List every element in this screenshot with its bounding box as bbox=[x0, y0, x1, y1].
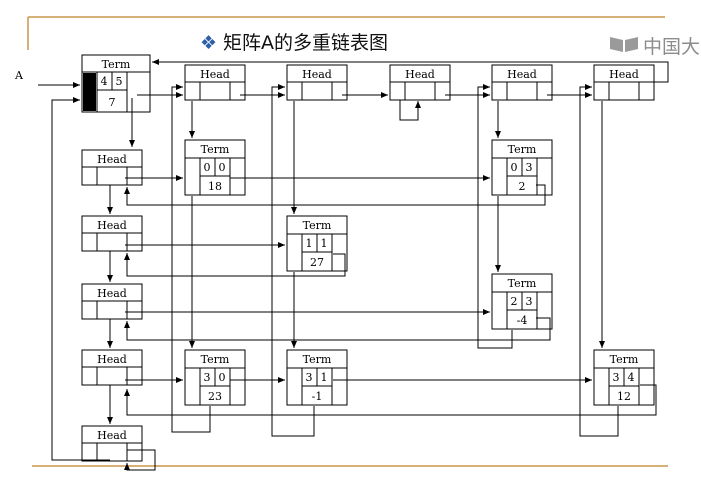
row-head-4-label: Head bbox=[97, 429, 127, 442]
title-text: 矩阵A的多重链表图 bbox=[223, 32, 389, 54]
term-node-0-value: 18 bbox=[208, 180, 222, 193]
link-path bbox=[124, 449, 156, 471]
row-head-1-label: Head bbox=[97, 219, 127, 232]
header-term-label: Term bbox=[102, 58, 131, 71]
term-node-0-col: 0 bbox=[219, 161, 226, 174]
diamond-bullet-icon: ❖ bbox=[200, 32, 218, 54]
header-tag-block bbox=[83, 73, 96, 111]
row-head-3-label: Head bbox=[97, 353, 127, 366]
term-node-4-col: 0 bbox=[219, 371, 226, 384]
link-path bbox=[271, 84, 315, 437]
row-head-1: Head bbox=[81, 215, 143, 252]
column-head-0: Head bbox=[184, 64, 246, 101]
link-path bbox=[124, 384, 657, 416]
link-path bbox=[152, 59, 669, 83]
header-term-count: 7 bbox=[109, 96, 116, 109]
book-icon bbox=[610, 37, 638, 52]
column-head-1: Head bbox=[286, 64, 348, 101]
pointer-label: A bbox=[14, 69, 24, 82]
column-head-3-label: Head bbox=[507, 68, 537, 81]
term-node-2-label: Term bbox=[303, 219, 332, 232]
row-head-0: Head bbox=[81, 149, 143, 186]
term-node-6-label: Term bbox=[610, 353, 639, 366]
column-head-3: Head bbox=[491, 64, 553, 101]
term-node-1-col: 3 bbox=[526, 161, 533, 174]
term-node-5-label: Term bbox=[303, 353, 332, 366]
column-head-1-label: Head bbox=[302, 68, 332, 81]
term-node-1-row: 0 bbox=[511, 161, 518, 174]
term-node-5-row: 3 bbox=[306, 371, 313, 384]
row-head-0-label: Head bbox=[97, 153, 127, 166]
row-head-4: Head bbox=[81, 425, 143, 462]
column-head-2: Head bbox=[389, 64, 451, 101]
column-head-4: Head bbox=[593, 64, 655, 101]
link-path bbox=[399, 100, 421, 121]
link-path bbox=[124, 184, 546, 206]
term-node-5-col: 1 bbox=[321, 371, 328, 384]
term-node-2-row: 1 bbox=[306, 237, 313, 250]
row-head-3: Head bbox=[81, 349, 143, 386]
column-head-4-label: Head bbox=[609, 68, 639, 81]
term-node-2-col: 1 bbox=[321, 237, 328, 250]
term-node-6-row: 3 bbox=[613, 371, 620, 384]
link-arrows bbox=[38, 59, 669, 471]
slide-title: ❖矩阵A的多重链表图 bbox=[200, 28, 388, 55]
link-path bbox=[124, 253, 346, 277]
term-node-6-col: 4 bbox=[628, 371, 635, 384]
link-path bbox=[477, 84, 513, 349]
term-node-0-row: 0 bbox=[204, 161, 211, 174]
term-node-4-row: 3 bbox=[204, 371, 211, 384]
term-node-1-label: Term bbox=[508, 143, 537, 156]
header-term-rows: 4 bbox=[101, 75, 108, 88]
link-path bbox=[51, 97, 110, 461]
header-term-cols: 5 bbox=[116, 75, 123, 88]
term-node-3-label: Term bbox=[508, 277, 537, 290]
link-path bbox=[171, 84, 211, 433]
term-node-4-value: 23 bbox=[208, 390, 222, 403]
term-node-4-label: Term bbox=[201, 353, 230, 366]
row-head-2-label: Head bbox=[97, 287, 127, 300]
term-node-3-row: 2 bbox=[511, 295, 518, 308]
term-node-5-value: -1 bbox=[312, 390, 323, 403]
term-node-0-label: Term bbox=[201, 143, 230, 156]
row-head-2: Head bbox=[81, 283, 143, 320]
link-path bbox=[579, 84, 619, 437]
column-head-0-label: Head bbox=[200, 68, 230, 81]
term-node-3-col: 3 bbox=[526, 295, 533, 308]
logo-text: 中国大 bbox=[643, 36, 701, 58]
term-node-6-value: 12 bbox=[617, 390, 631, 403]
logo: 中国大 bbox=[605, 30, 701, 58]
link-path bbox=[124, 317, 551, 341]
term-node-1-value: 2 bbox=[519, 180, 526, 193]
term-node-2-value: 27 bbox=[310, 256, 324, 269]
column-head-2-label: Head bbox=[405, 68, 435, 81]
term-node-3-value: -4 bbox=[517, 314, 528, 327]
